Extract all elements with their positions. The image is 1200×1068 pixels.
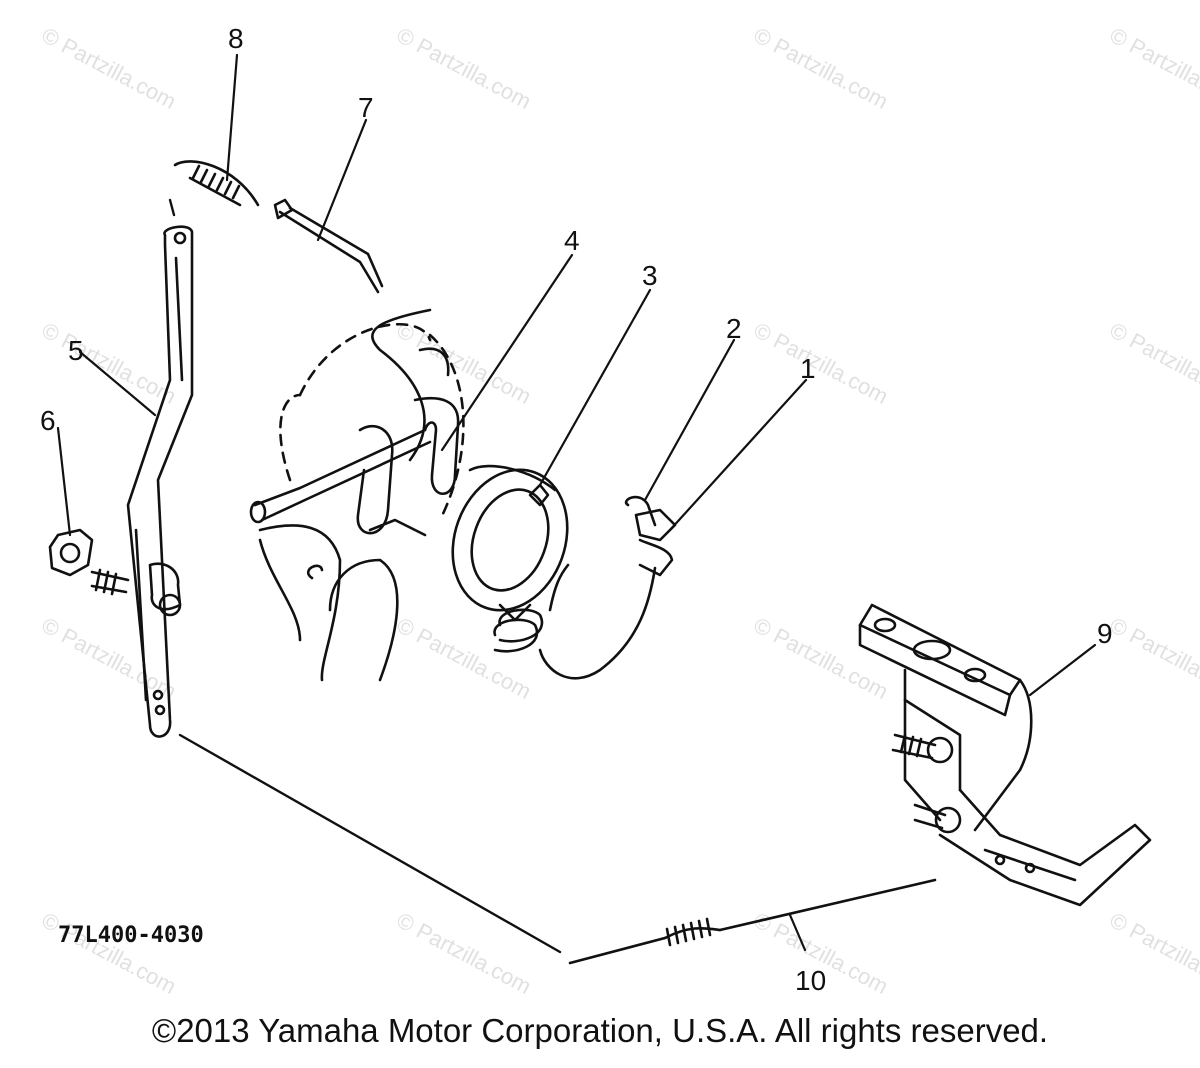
part-label-8[interactable]: 8 [228, 23, 244, 54]
part-9-bracket[interactable] [858, 603, 1152, 907]
watermark: © Partzilla.com [38, 317, 181, 409]
watermark: © Partzilla.com [750, 317, 893, 409]
watermark: © Partzilla.com [393, 907, 536, 999]
leader-lines [56, 53, 1097, 952]
part-8-spring[interactable] [173, 160, 260, 207]
part-10-spring[interactable] [568, 878, 937, 965]
bracket-spring-screw [891, 733, 962, 834]
part-label-5[interactable]: 5 [68, 335, 84, 366]
wire-coil [493, 563, 570, 653]
part-7-link-rod[interactable] [273, 198, 384, 294]
watermark-layer: © Partzilla.com © Partzilla.com © Partzi… [38, 22, 1200, 999]
part-label-3[interactable]: 3 [642, 260, 658, 291]
part-label-2[interactable]: 2 [726, 313, 742, 344]
watermark: © Partzilla.com [1106, 612, 1200, 704]
watermark: © Partzilla.com [1106, 907, 1200, 999]
part-4-shaft-bracket[interactable] [249, 347, 460, 535]
copyright-notice: ©2013 Yamaha Motor Corporation, U.S.A. A… [151, 1012, 1049, 1049]
watermark: © Partzilla.com [1106, 22, 1200, 114]
part-number-labels: 8 7 4 3 2 1 5 6 9 10 [40, 23, 1113, 996]
part-label-4[interactable]: 4 [564, 225, 580, 256]
part-6-nut[interactable] [48, 528, 94, 577]
part-2-clip[interactable] [624, 495, 677, 542]
watermark: © Partzilla.com [38, 22, 181, 114]
part-label-6[interactable]: 6 [40, 405, 56, 436]
part-label-1[interactable]: 1 [800, 353, 816, 384]
watermark: © Partzilla.com [393, 612, 536, 704]
part-1-clamp[interactable] [538, 538, 674, 680]
watermark: © Partzilla.com [38, 907, 181, 999]
watermark: © Partzilla.com [1106, 317, 1200, 409]
arm-screw [90, 568, 130, 596]
watermark: © Partzilla.com [750, 22, 893, 114]
connection-line [178, 733, 562, 954]
diagram-code: 77L400-4030 [58, 923, 204, 948]
part-label-9[interactable]: 9 [1097, 618, 1113, 649]
part-label-10[interactable]: 10 [795, 965, 826, 996]
part-5-lever-arm[interactable] [126, 225, 194, 738]
watermark: © Partzilla.com [750, 612, 893, 704]
watermark: © Partzilla.com [393, 317, 536, 409]
watermark: © Partzilla.com [393, 22, 536, 114]
part-label-7[interactable]: 7 [358, 92, 374, 123]
engine-housing [258, 308, 465, 682]
spring-to-arm-line [168, 198, 176, 217]
